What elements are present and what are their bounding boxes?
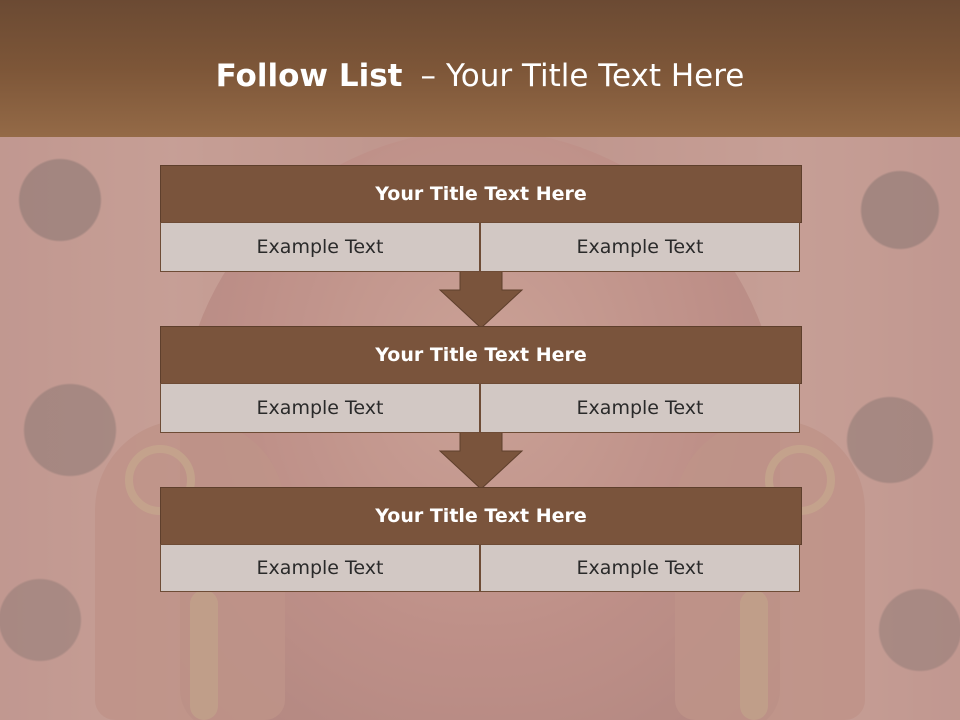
block-title: Your Title Text Here	[160, 487, 802, 545]
slide-title-rest: Your Title Text Here	[445, 58, 745, 94]
header-band: Follow List–Your Title Text Here	[0, 0, 960, 137]
slide-title-bold: Follow List	[215, 58, 403, 94]
slide-title: Follow List–Your Title Text Here	[0, 56, 960, 96]
block-cell-left: Example Text	[160, 222, 480, 272]
slide-title-separator: –	[420, 58, 436, 94]
block-title: Your Title Text Here	[160, 326, 802, 384]
block-cell-right: Example Text	[480, 544, 800, 592]
down-arrow-1	[438, 268, 524, 328]
block-cell-right: Example Text	[480, 383, 800, 433]
flow-block-1: Your Title Text Here Example Text Exampl…	[160, 165, 802, 272]
block-title: Your Title Text Here	[160, 165, 802, 223]
block-cell-right: Example Text	[480, 222, 800, 272]
down-arrow-2	[438, 429, 524, 489]
flow-block-2: Your Title Text Here Example Text Exampl…	[160, 326, 802, 433]
block-cell-left: Example Text	[160, 544, 480, 592]
block-cell-left: Example Text	[160, 383, 480, 433]
flow-block-3: Your Title Text Here Example Text Exampl…	[160, 487, 802, 594]
